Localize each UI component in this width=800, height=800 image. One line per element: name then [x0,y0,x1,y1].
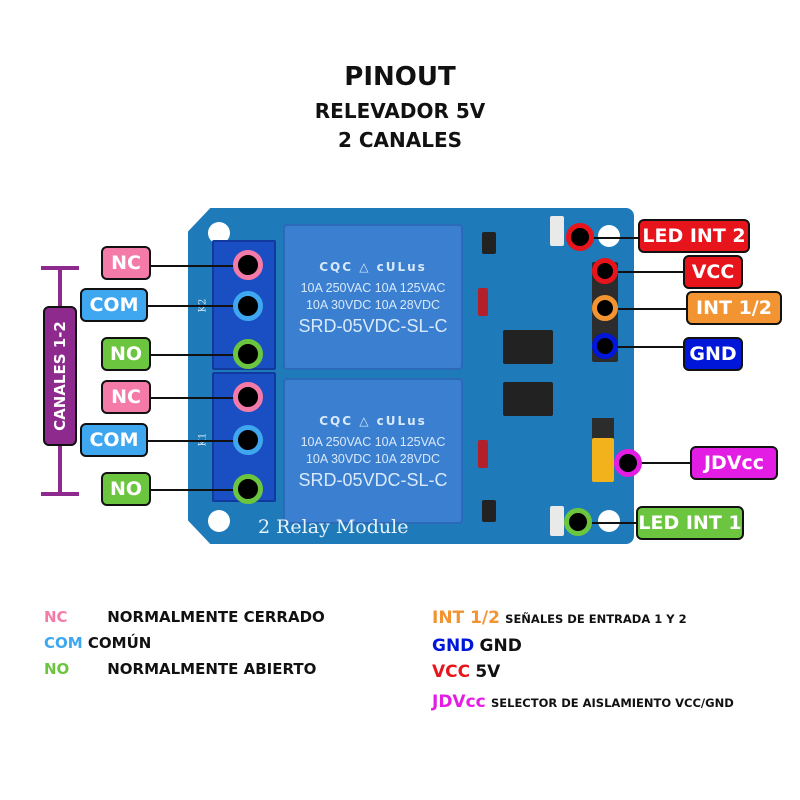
relay-logos: CQC △ cULus [319,260,427,274]
relay-spec-ac: 10A 250VAC 10A 125VAC [300,281,446,295]
led-in2 [550,216,564,246]
tag-jdvcc: JDVcc [690,446,778,480]
pin-gnd[interactable] [592,333,618,359]
legend-desc: GND [479,636,522,656]
tag-no-2: NO [101,337,151,371]
connector-line [150,265,238,267]
relay-k2: CQC △ cULus 10A 250VAC 10A 125VAC 10A 30… [283,224,463,370]
connector-line [636,462,692,464]
mount-hole [208,510,230,532]
tag-com-1: COM [80,423,148,457]
bracket-cap-top [41,266,79,270]
pin-nc-1[interactable] [233,382,263,412]
tag-com-2: COM [80,288,148,322]
legend-vcc: VCC 5V [432,662,500,682]
led-int1-point[interactable] [564,508,592,536]
legend-key: JDVcc [432,692,486,712]
channels-label: CANALES 1-2 [43,306,77,446]
tag-nc-2: NC [101,246,151,280]
relay-spec-dc: 10A 30VDC 10A 28VDC [305,452,441,466]
diode [478,440,488,468]
tag-vcc: VCC [683,255,743,289]
connector-line [590,522,640,524]
connector-line [146,440,238,442]
relay-k1: CQC △ cULus 10A 250VAC 10A 125VAC 10A 30… [283,378,463,524]
legend-key: VCC [432,662,471,682]
tag-gnd: GND [683,337,743,371]
connector-line [146,305,238,307]
relay-spec-dc: 10A 30VDC 10A 28VDC [305,298,441,312]
tag-int: INT 1/2 [686,291,782,325]
mount-hole [598,510,620,532]
legend-key: NO [44,660,70,678]
tag-nc-1: NC [101,380,151,414]
connector-line [612,308,688,310]
mount-hole [208,222,230,244]
legend-gnd: GND GND [432,636,522,656]
page-title: PINOUT [344,62,456,92]
tag-led-int1: LED INT 1 [636,506,744,540]
legend-jdvcc: JDVcc SELECTOR DE AISLAMIENTO VCC/GND [432,692,734,712]
mount-hole [598,225,620,247]
legend-com: COM COMÚN [44,634,151,652]
board-label: 2 Relay Module [258,516,409,538]
pin-vcc[interactable] [592,258,618,284]
page-subtitle-channels: 2 CANALES [337,128,463,152]
legend-nc: NC NORMALMENTE CERRADO [44,608,325,626]
legend-desc: COMÚN [87,634,152,652]
pin-com-2[interactable] [233,291,263,321]
pin-no-1[interactable] [233,474,263,504]
relay-spec-ac: 10A 250VAC 10A 125VAC [300,435,446,449]
pin-com-1[interactable] [233,425,263,455]
page-subtitle: RELEVADOR 5V [314,99,486,123]
legend-key: INT 1/2 [432,608,500,628]
connector-line [590,237,642,239]
relay-model: SRD-05VDC-SL-C [298,470,448,490]
legend-desc: 5V [475,662,501,682]
pin-int[interactable] [592,295,618,321]
legend-desc: NORMALMENTE ABIERTO [107,660,317,678]
tag-led-int2: LED INT 2 [638,219,750,253]
legend-desc: SELECTOR DE AISLAMIENTO VCC/GND [490,696,734,710]
jdvcc-jumper[interactable] [592,438,614,482]
connector-line [150,489,238,491]
tag-no-1: NO [101,472,151,506]
connector-line [612,271,684,273]
transistor [482,500,496,522]
connector-line [150,397,238,399]
legend-no: NO NORMALMENTE ABIERTO [44,660,316,678]
jumper-header [592,418,614,440]
pin-jdvcc[interactable] [614,449,642,477]
bracket-cap-bottom [41,492,79,496]
legend-int: INT 1/2 SEÑALES DE ENTRADA 1 Y 2 [432,608,687,628]
pin-nc-2[interactable] [233,250,263,280]
diode [478,288,488,316]
relay-logos: CQC △ cULus [319,414,427,428]
connector-line [150,354,238,356]
transistor [482,232,496,254]
legend-desc: NORMALMENTE CERRADO [107,608,325,626]
optocoupler-chip [503,382,553,416]
legend-key: NC [44,608,68,626]
legend-desc: SEÑALES DE ENTRADA 1 Y 2 [505,612,687,626]
relay-model: SRD-05VDC-SL-C [298,316,448,336]
legend-key: COM [44,634,83,652]
led-int2-point[interactable] [566,223,594,251]
optocoupler-chip [503,330,553,364]
connector-line [612,346,684,348]
led-in1 [550,506,564,536]
pin-no-2[interactable] [233,339,263,369]
legend-key: GND [432,636,475,656]
